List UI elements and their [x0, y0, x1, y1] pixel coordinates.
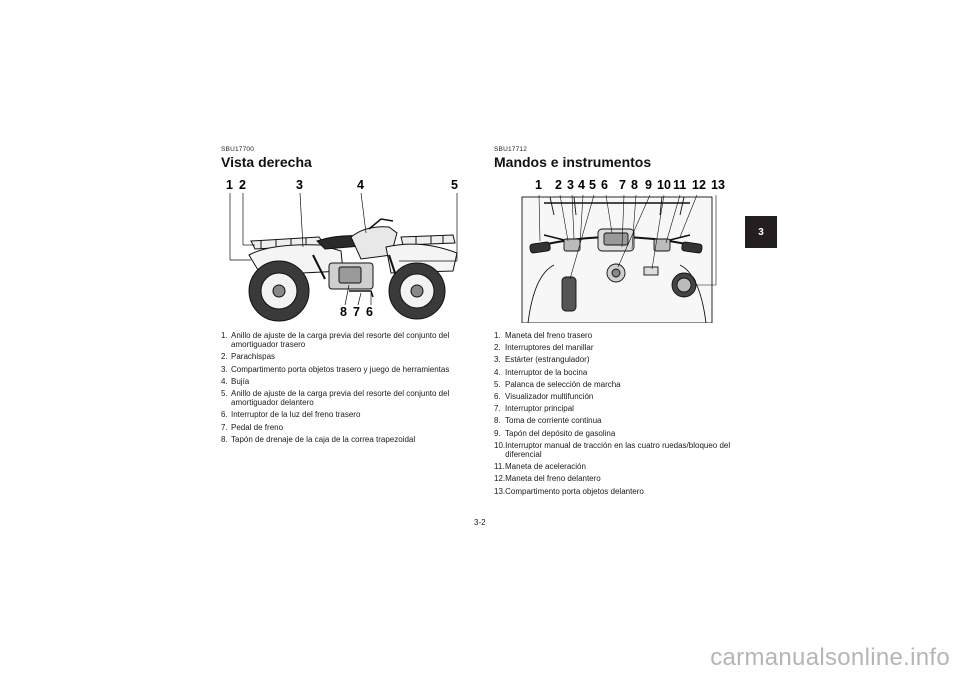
callout-2: 2: [239, 178, 246, 192]
section-code: SBU17712: [494, 146, 528, 153]
callout-1: 1: [226, 178, 233, 192]
section-right-view: SBU17700 Vista derecha: [221, 146, 471, 447]
section-controls: SBU17712 Mandos e instrumentos: [494, 146, 744, 499]
callout-6: 6: [601, 178, 608, 192]
figure-callouts: 1 2 3 4 5 6 7 8 9 10 11 12 13: [494, 175, 739, 323]
list-item: 8.Tapón de drenaje de la caja de la corr…: [221, 434, 416, 444]
callout-1: 1: [535, 178, 542, 192]
atv-side-illustration: 1 2 3 4 5 8 7 6: [221, 175, 466, 323]
controls-illustration: 1 2 3 4 5 6 7 8 9 10 11 12 13: [494, 175, 739, 323]
callout-8: 8: [631, 178, 638, 192]
list-item: 5.Palanca de selección de marcha: [494, 379, 621, 389]
list-item: 12.Maneta del freno delantero: [494, 474, 601, 484]
chapter-tab: 3: [745, 216, 777, 248]
callout-3: 3: [296, 178, 303, 192]
section-title: Mandos e instrumentos: [494, 154, 652, 170]
list-item: 2.Interruptores del manillar: [494, 343, 594, 353]
list-item: 3.Estárter (estrangulador): [494, 355, 590, 365]
figure-callouts: 1 2 3 4 5 8 7 6: [221, 175, 466, 323]
list-item: 4.Interruptor de la bocina: [494, 367, 588, 377]
callout-9: 9: [645, 178, 652, 192]
callout-7: 7: [353, 305, 360, 319]
callout-8: 8: [340, 305, 347, 319]
watermark: carmanualsonline.info: [710, 644, 950, 671]
list-item: 10.Interruptor manual de tracción en las…: [494, 440, 731, 460]
callout-3: 3: [567, 178, 574, 192]
list-item: 6.Interruptor de la luz del freno traser…: [221, 410, 361, 420]
list-item: 7.Pedal de freno: [221, 422, 284, 432]
callout-2: 2: [555, 178, 562, 192]
callout-12: 12: [692, 178, 706, 192]
callout-10: 10: [657, 178, 671, 192]
page-number: 3-2: [474, 518, 486, 527]
callout-4: 4: [578, 178, 585, 192]
callout-11: 11: [673, 178, 687, 192]
parts-legend: 1.Maneta del freno trasero 2.Interruptor…: [494, 331, 744, 496]
section-code: SBU17700: [221, 146, 255, 153]
callout-7: 7: [619, 178, 626, 192]
parts-legend: 1.Anillo de ajuste de la carga previa de…: [221, 331, 471, 444]
callout-6: 6: [366, 305, 373, 319]
list-item: 2.Parachispas: [221, 352, 276, 362]
list-item: 11.Maneta de aceleración: [494, 462, 586, 472]
list-item: 8.Toma de corriente continua: [494, 416, 602, 426]
list-item: 1.Maneta del freno trasero: [494, 331, 593, 340]
callout-5: 5: [451, 178, 458, 192]
list-item: 7.Interruptor principal: [494, 404, 574, 414]
list-item: 1.Anillo de ajuste de la carga previa de…: [221, 331, 450, 350]
list-item: 3.Compartimento porta objetos trasero y …: [221, 364, 450, 374]
list-item: 5.Anillo de ajuste de la carga previa de…: [221, 389, 450, 408]
controls-drawing: [521, 194, 717, 323]
section-title: Vista derecha: [221, 154, 312, 170]
list-item: 4.Bujía: [221, 376, 250, 386]
list-item: 9.Tapón del depósito de gasolina: [494, 428, 616, 438]
callout-5: 5: [589, 178, 596, 192]
callout-4: 4: [357, 178, 364, 192]
list-item: 6.Visualizador multifunción: [494, 392, 594, 402]
callout-13: 13: [711, 178, 725, 192]
list-item: 13.Compartimento porta objetos delantero: [494, 486, 644, 496]
atv-side-drawing: [229, 192, 458, 322]
